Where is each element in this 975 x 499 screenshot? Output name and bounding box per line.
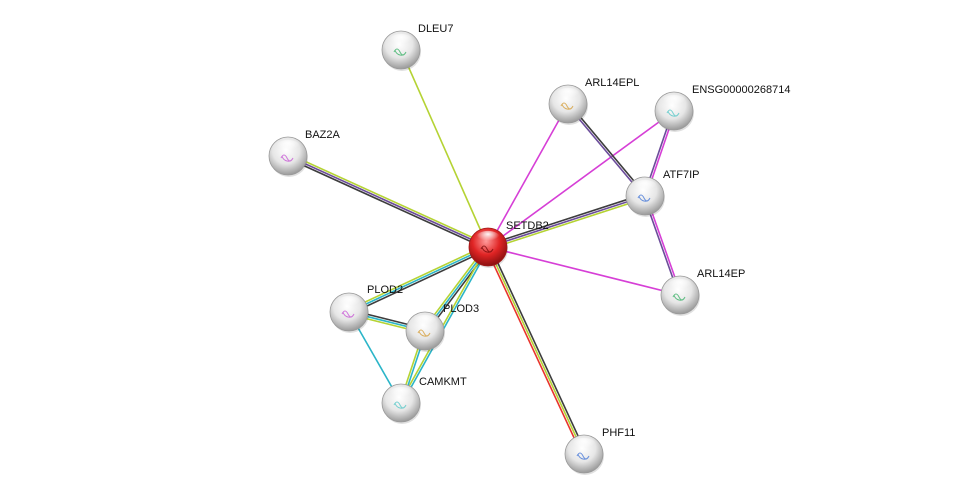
edge-evidence-line <box>566 104 645 198</box>
node-highlight <box>572 437 596 452</box>
node-dleu7[interactable]: DLEU7 <box>381 23 453 71</box>
edge-setdb2-dleu7[interactable] <box>400 49 489 248</box>
protein-structure-icon <box>393 401 407 409</box>
edge-evidence-line <box>287 155 489 248</box>
edge-evidence-line <box>400 49 489 248</box>
node-highlight <box>389 386 413 401</box>
protein-structure-icon <box>576 452 590 460</box>
edge-evidence-line <box>487 246 681 296</box>
node-label: CAMKMT <box>419 376 467 388</box>
edge-evidence-line <box>286 157 488 250</box>
protein-structure-icon <box>341 310 355 318</box>
edge-setdb2-arl14ep[interactable] <box>487 246 681 296</box>
edge-evidence-line <box>488 197 646 250</box>
node-highlight <box>413 314 437 329</box>
node-baz2a[interactable]: BAZ2A <box>268 129 341 177</box>
edge-setdb2-atf7ip[interactable] <box>487 193 646 250</box>
edge-evidence-line <box>347 244 488 311</box>
node-label: PLOD3 <box>443 303 479 315</box>
node-plod3[interactable]: PLOD3 <box>405 303 479 352</box>
node-highlight <box>276 139 300 154</box>
edge-evidence-line <box>399 246 488 403</box>
node-plod2[interactable]: PLOD2 <box>329 284 403 333</box>
node-highlight <box>476 230 500 245</box>
edge-evidence-line <box>485 247 583 456</box>
node-label: ATF7IP <box>663 169 699 181</box>
edge-evidence-line <box>348 246 489 313</box>
edge-setdb2-arl14epl[interactable] <box>487 103 569 248</box>
edge-evidence-line <box>288 153 490 246</box>
protein-structure-icon <box>666 109 680 117</box>
node-label: ENSG00000268714 <box>692 84 790 96</box>
node-highlight <box>668 278 692 293</box>
edge-evidence-line <box>487 246 585 455</box>
edge-setdb2-plod2[interactable] <box>347 244 490 315</box>
protein-structure-icon <box>393 48 407 56</box>
edge-evidence-line <box>568 102 647 196</box>
node-label: ARL14EPL <box>585 77 639 89</box>
edge-setdb2-phf11[interactable] <box>485 245 587 456</box>
node-highlight <box>633 179 657 194</box>
node-arl14ep[interactable]: ARL14EP <box>660 268 745 316</box>
edge-arl14epl-atf7ip[interactable] <box>566 102 647 198</box>
node-label: PLOD2 <box>367 284 403 296</box>
protein-structure-icon <box>560 102 574 110</box>
node-label: PHF11 <box>602 427 635 439</box>
edge-evidence-line <box>487 193 645 246</box>
protein-structure-icon <box>672 293 686 301</box>
edge-evidence-line <box>487 110 675 248</box>
node-camkmt[interactable]: CAMKMT <box>381 376 467 424</box>
protein-structure-icon <box>480 245 494 253</box>
edge-setdb2-camkmt[interactable] <box>399 246 490 404</box>
edge-setdb2-baz2a[interactable] <box>286 153 490 250</box>
node-phf11[interactable]: PHF11 <box>564 427 635 475</box>
edge-evidence-line <box>487 195 646 248</box>
node-label: SETDB2 <box>506 220 549 232</box>
node-label: BAZ2A <box>305 129 341 141</box>
edge-evidence-line <box>487 103 569 248</box>
node-setdb2[interactable]: SETDB2 <box>468 220 549 268</box>
protein-structure-icon <box>280 154 294 162</box>
node-highlight <box>389 33 413 48</box>
node-atf7ip[interactable]: ATF7IP <box>625 169 699 217</box>
node-highlight <box>556 87 580 102</box>
node-label: DLEU7 <box>418 23 453 35</box>
edge-evidence-line <box>401 247 490 404</box>
node-arl14epl[interactable]: ARL14EPL <box>548 77 639 125</box>
edge-evidence-line <box>349 248 490 315</box>
edge-evidence-line <box>489 245 587 454</box>
protein-structure-icon <box>637 194 651 202</box>
edge-setdb2-ensg00000268714[interactable] <box>487 110 675 248</box>
node-highlight <box>662 94 686 109</box>
node-highlight <box>337 295 361 310</box>
node-label: ARL14EP <box>697 268 745 280</box>
node-ensg00000268714[interactable]: ENSG00000268714 <box>654 84 790 132</box>
protein-structure-icon <box>417 329 431 337</box>
